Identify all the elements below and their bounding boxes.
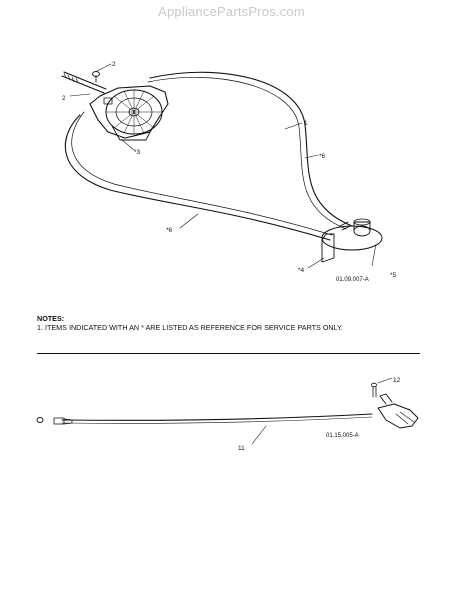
cable-end-left [36,417,44,423]
leader-4 [307,257,325,269]
pulley-spokes [105,89,163,135]
callout-4: *4 [298,267,305,274]
callout-12: 12 [393,377,401,384]
callout-6a: *6 [319,153,326,160]
callout-11: 11 [238,445,245,452]
leader-5 [371,243,377,267]
shaft-thread [63,72,79,84]
leader-2b [69,93,91,97]
base-cap [353,225,371,237]
base-post-top [353,218,371,226]
drawing-code-lower: 01.15.005-A [326,433,359,439]
base-plate [321,225,383,251]
housing-mount [111,125,153,141]
lower-assembly [36,377,419,445]
leader-3 [121,139,135,151]
housing [89,85,169,139]
cable-rod-inner [61,416,373,424]
cable-end [339,221,351,231]
callout-3: *3 [134,149,141,156]
cable-outer-inner [147,76,347,230]
callout-2b: 2 [62,95,66,102]
cable-lower-inner [71,111,333,236]
callout-6b: *6 [166,227,173,234]
pin-head [371,382,377,388]
cable-rod [61,413,373,421]
bracket [321,233,335,263]
section-divider [37,353,420,354]
shaft [61,71,107,94]
handle-lever [379,393,393,405]
handle-body [377,403,419,429]
notes-heading: NOTES: [37,314,65,323]
callout-2a: 2 [112,61,116,68]
leader-12 [377,377,393,384]
notes-item-1: 1. ITEMS INDICATED WITH AN * ARE LISTED … [37,323,343,332]
leader-6b [179,213,199,229]
base-post [353,221,371,232]
leader-1 [284,122,303,130]
cable-end-ferrule2 [63,418,73,425]
leader-2a [96,63,112,72]
watermark: AppliancePartsPros.com [158,4,305,19]
leader-6a [304,154,319,159]
mount-tab [103,97,113,105]
callout-5: *5 [390,272,397,279]
upper-assembly [61,63,383,269]
cable-outer [149,71,353,227]
drawing-code-upper: 01.09.007-A [336,277,369,283]
leader-11 [251,425,267,445]
notes-block: NOTES: 1. ITEMS INDICATED WITH AN * ARE … [37,314,343,332]
cable-lower [64,114,331,241]
callout-1: 1 [304,120,308,127]
pin-shank [372,386,377,398]
handle-grip [395,411,415,425]
